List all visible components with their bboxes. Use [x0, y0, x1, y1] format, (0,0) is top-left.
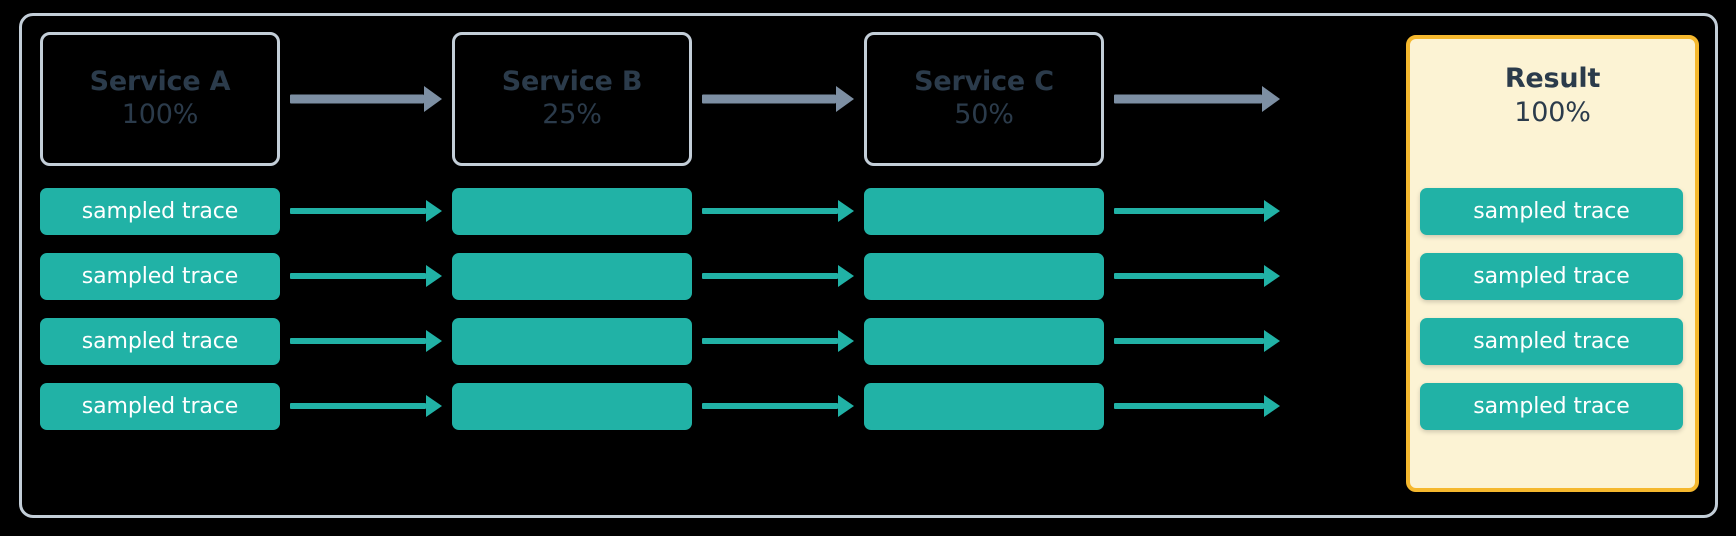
- trace-label: sampled trace: [81, 263, 239, 289]
- trace-row-2-service-a: sampled trace: [40, 253, 280, 300]
- trace-label: sampled trace: [81, 393, 239, 419]
- trace-label: sampled trace: [1473, 328, 1630, 354]
- service-c-percent: 50%: [954, 98, 1014, 130]
- trace-row-2-result: sampled trace: [1420, 253, 1683, 300]
- trace-row-4-result: sampled trace: [1420, 383, 1683, 430]
- trace-label: sampled trace: [1473, 263, 1630, 289]
- arrow-head-icon: [1264, 265, 1280, 287]
- trace-row-3-service-a: sampled trace: [40, 318, 280, 365]
- arrow-shaft: [290, 208, 426, 214]
- service-c-name: Service C: [914, 65, 1054, 97]
- arrow-shaft: [1114, 403, 1264, 409]
- arrow-head-icon: [426, 265, 442, 287]
- arrow-shaft: [702, 94, 836, 104]
- arrow-head-icon: [1264, 395, 1280, 417]
- arrow-shaft: [1114, 273, 1264, 279]
- trace-label: sampled trace: [1473, 393, 1630, 419]
- arrow-head-icon: [838, 265, 854, 287]
- arrow-head-icon: [426, 330, 442, 352]
- arrow-head-icon: [1262, 86, 1280, 112]
- arrow-shaft: [702, 273, 838, 279]
- trace-label: sampled trace: [1473, 198, 1630, 224]
- trace-row-4-service-b: [452, 383, 692, 430]
- arrow-head-icon: [426, 200, 442, 222]
- arrow-shaft: [290, 273, 426, 279]
- trace-row-2-service-c: [864, 253, 1104, 300]
- arrow-head-icon: [838, 330, 854, 352]
- service-a-name: Service A: [89, 65, 231, 97]
- trace-row-4-service-a: sampled trace: [40, 383, 280, 430]
- arrow-shaft: [1114, 208, 1264, 214]
- arrow-head-icon: [838, 200, 854, 222]
- arrow-head-icon: [1264, 200, 1280, 222]
- trace-row-1-result: sampled trace: [1420, 188, 1683, 235]
- arrow-shaft: [702, 208, 838, 214]
- arrow-shaft: [702, 403, 838, 409]
- arrow-shaft: [290, 94, 424, 104]
- trace-row-1-service-a: sampled trace: [40, 188, 280, 235]
- trace-row-2-service-b: [452, 253, 692, 300]
- service-box-service-b: Service B 25%: [452, 32, 692, 166]
- diagram-outer-frame: [19, 13, 1718, 518]
- arrow-shaft: [1114, 94, 1262, 104]
- arrow-shaft: [290, 403, 426, 409]
- arrow-head-icon: [424, 86, 442, 112]
- trace-row-4-service-c: [864, 383, 1104, 430]
- trace-row-3-result: sampled trace: [1420, 318, 1683, 365]
- trace-label: sampled trace: [81, 198, 239, 224]
- service-box-service-c: Service C 50%: [864, 32, 1104, 166]
- arrow-head-icon: [1264, 330, 1280, 352]
- result-header: Result 100%: [1410, 63, 1695, 132]
- trace-row-1-service-b: [452, 188, 692, 235]
- trace-label: sampled trace: [81, 328, 239, 354]
- service-box-service-a: Service A 100%: [40, 32, 280, 166]
- trace-row-3-service-c: [864, 318, 1104, 365]
- arrow-shaft: [290, 338, 426, 344]
- result-name: Result: [1504, 63, 1601, 94]
- service-a-percent: 100%: [121, 98, 199, 130]
- arrow-head-icon: [838, 395, 854, 417]
- service-b-percent: 25%: [542, 98, 602, 130]
- service-b-name: Service B: [501, 65, 643, 97]
- result-percent: 100%: [1514, 97, 1591, 129]
- arrow-shaft: [1114, 338, 1264, 344]
- arrow-head-icon: [836, 86, 854, 112]
- arrow-shaft: [702, 338, 838, 344]
- trace-row-3-service-b: [452, 318, 692, 365]
- trace-row-1-service-c: [864, 188, 1104, 235]
- arrow-head-icon: [426, 395, 442, 417]
